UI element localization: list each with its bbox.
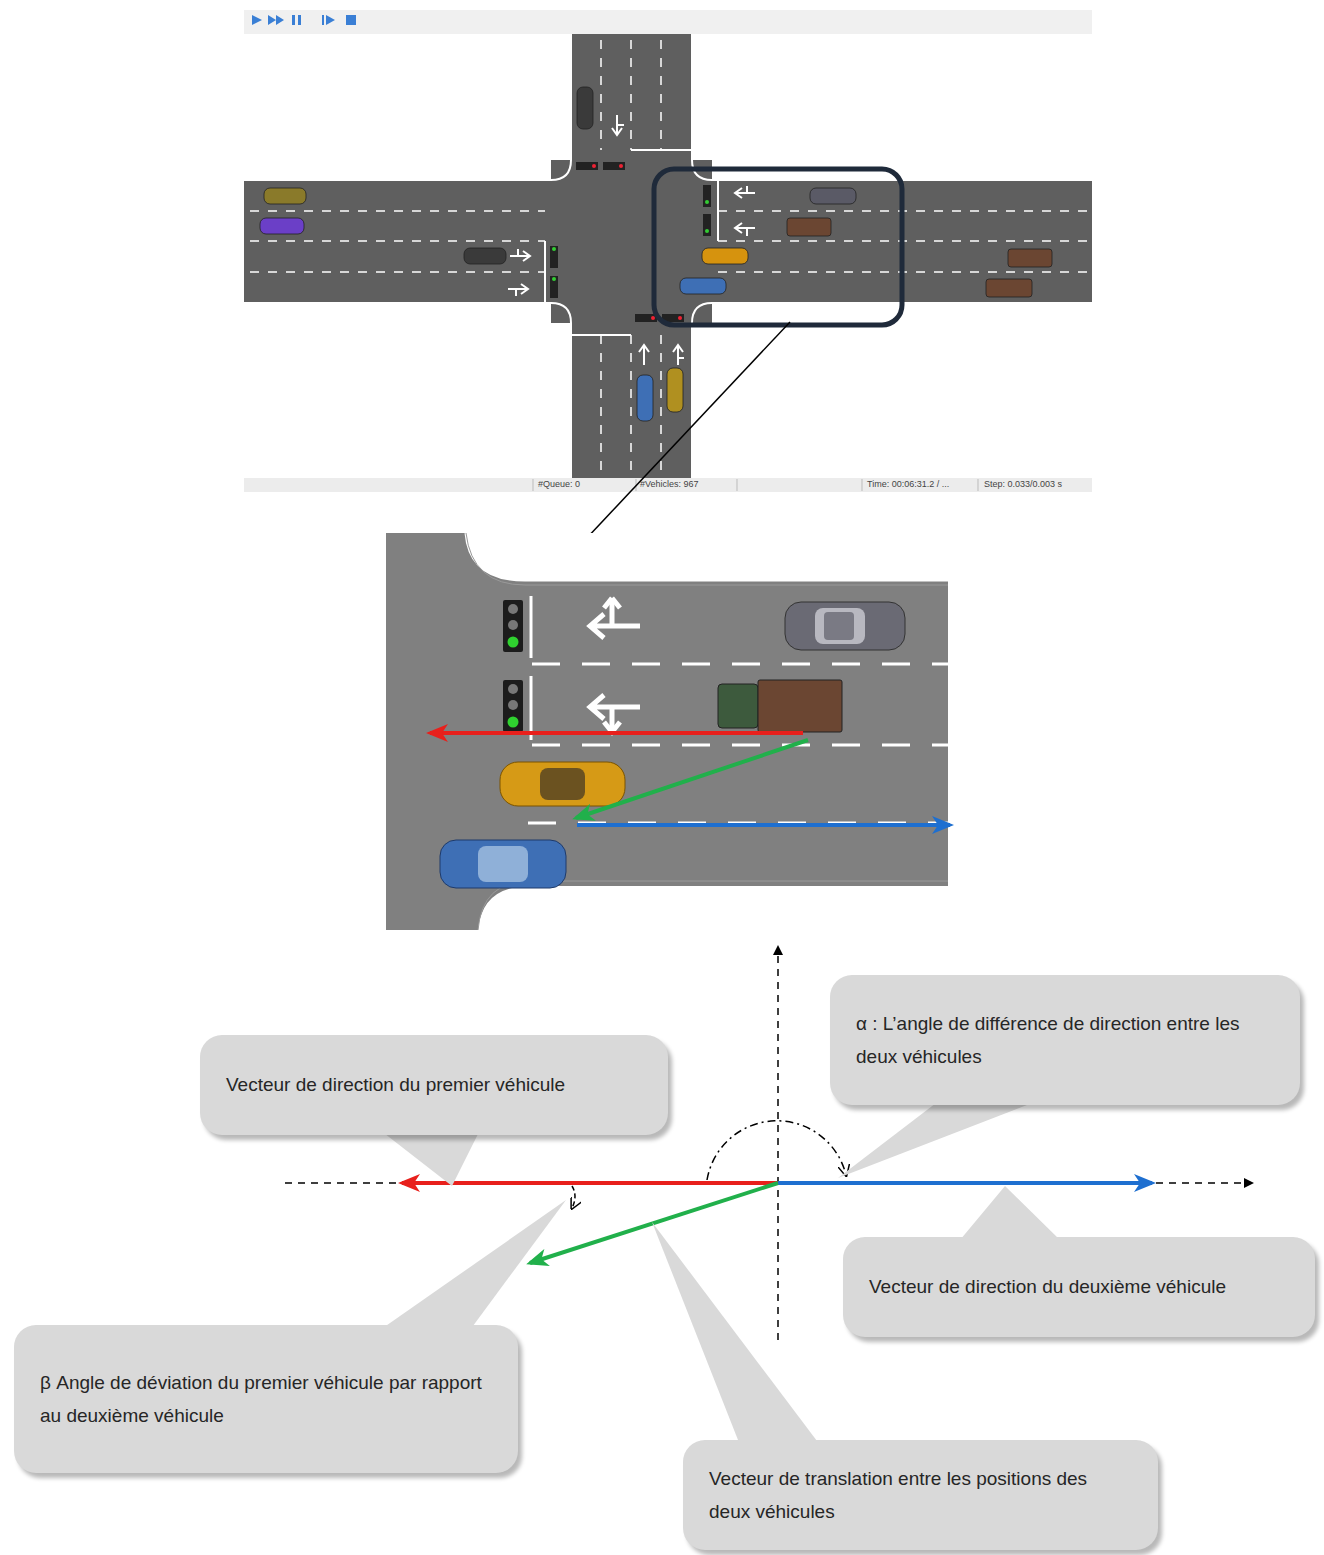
simulation-screenshot <box>244 10 1092 574</box>
callout-body: α : L’angle de différence de direction e… <box>856 1007 1274 1074</box>
zoomed-inset <box>386 533 950 930</box>
status-text: #Vehicles: 967 <box>640 479 699 489</box>
callout-text: Vecteur de direction du premier véhicule <box>226 1068 565 1101</box>
callout-bubble: Vecteur de direction du premier véhicule <box>200 1035 668 1135</box>
status-text: Time: 00:06:31.2 / ... <box>867 479 949 489</box>
callout-text: Vecteur de direction du deuxième véhicul… <box>869 1270 1226 1303</box>
callout-body: Vecteur de direction du premier véhicule <box>226 1068 565 1101</box>
callout-body: Vecteur de translation entre les positio… <box>709 1462 1132 1529</box>
callout-text: α : L’angle de différence de direction e… <box>856 1007 1274 1074</box>
callout-bubble: α : L’angle de différence de direction e… <box>830 975 1300 1105</box>
callout-text: β Angle de déviation du premier véhicule… <box>40 1366 492 1433</box>
callout-bubble: Vecteur de translation entre les positio… <box>683 1440 1158 1550</box>
callout-text: Vecteur de translation entre les positio… <box>709 1462 1132 1529</box>
status-text: #Queue: 0 <box>538 479 580 489</box>
status-text: Step: 0.033/0.003 s <box>984 479 1062 489</box>
callout-body: β Angle de déviation du premier véhicule… <box>40 1366 492 1433</box>
callout-bubble: Vecteur de direction du deuxième véhicul… <box>843 1237 1315 1337</box>
callout-bubble: β Angle de déviation du premier véhicule… <box>14 1325 518 1473</box>
callout-body: Vecteur de direction du deuxième véhicul… <box>869 1270 1226 1303</box>
